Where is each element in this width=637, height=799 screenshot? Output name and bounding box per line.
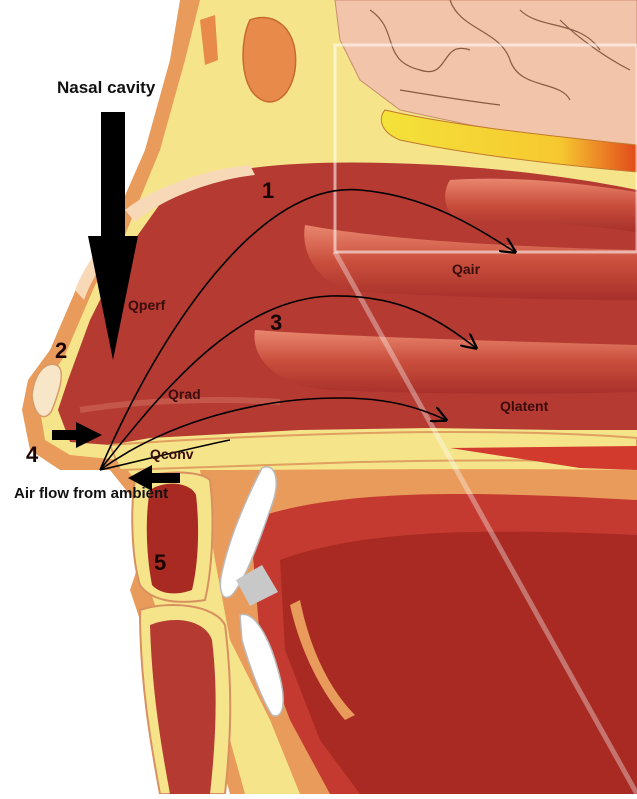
number-1-label: 1 <box>262 180 274 202</box>
qconv-label: Qconv <box>150 447 194 461</box>
qlatent-label: Qlatent <box>500 399 548 413</box>
tongue <box>280 532 637 794</box>
nasal-cavity-label: Nasal cavity <box>57 79 155 96</box>
air-flow-label: Air flow from ambient <box>14 486 168 501</box>
qair-label: Qair <box>452 262 480 276</box>
number-5-label: 5 <box>154 552 166 574</box>
qperf-label: Qperf <box>128 298 165 312</box>
number-4-label: 4 <box>26 444 38 466</box>
qrad-label: Qrad <box>168 387 201 401</box>
number-3-label: 3 <box>270 312 282 334</box>
number-2-label: 2 <box>55 340 67 362</box>
frontal-sinus <box>243 17 296 101</box>
